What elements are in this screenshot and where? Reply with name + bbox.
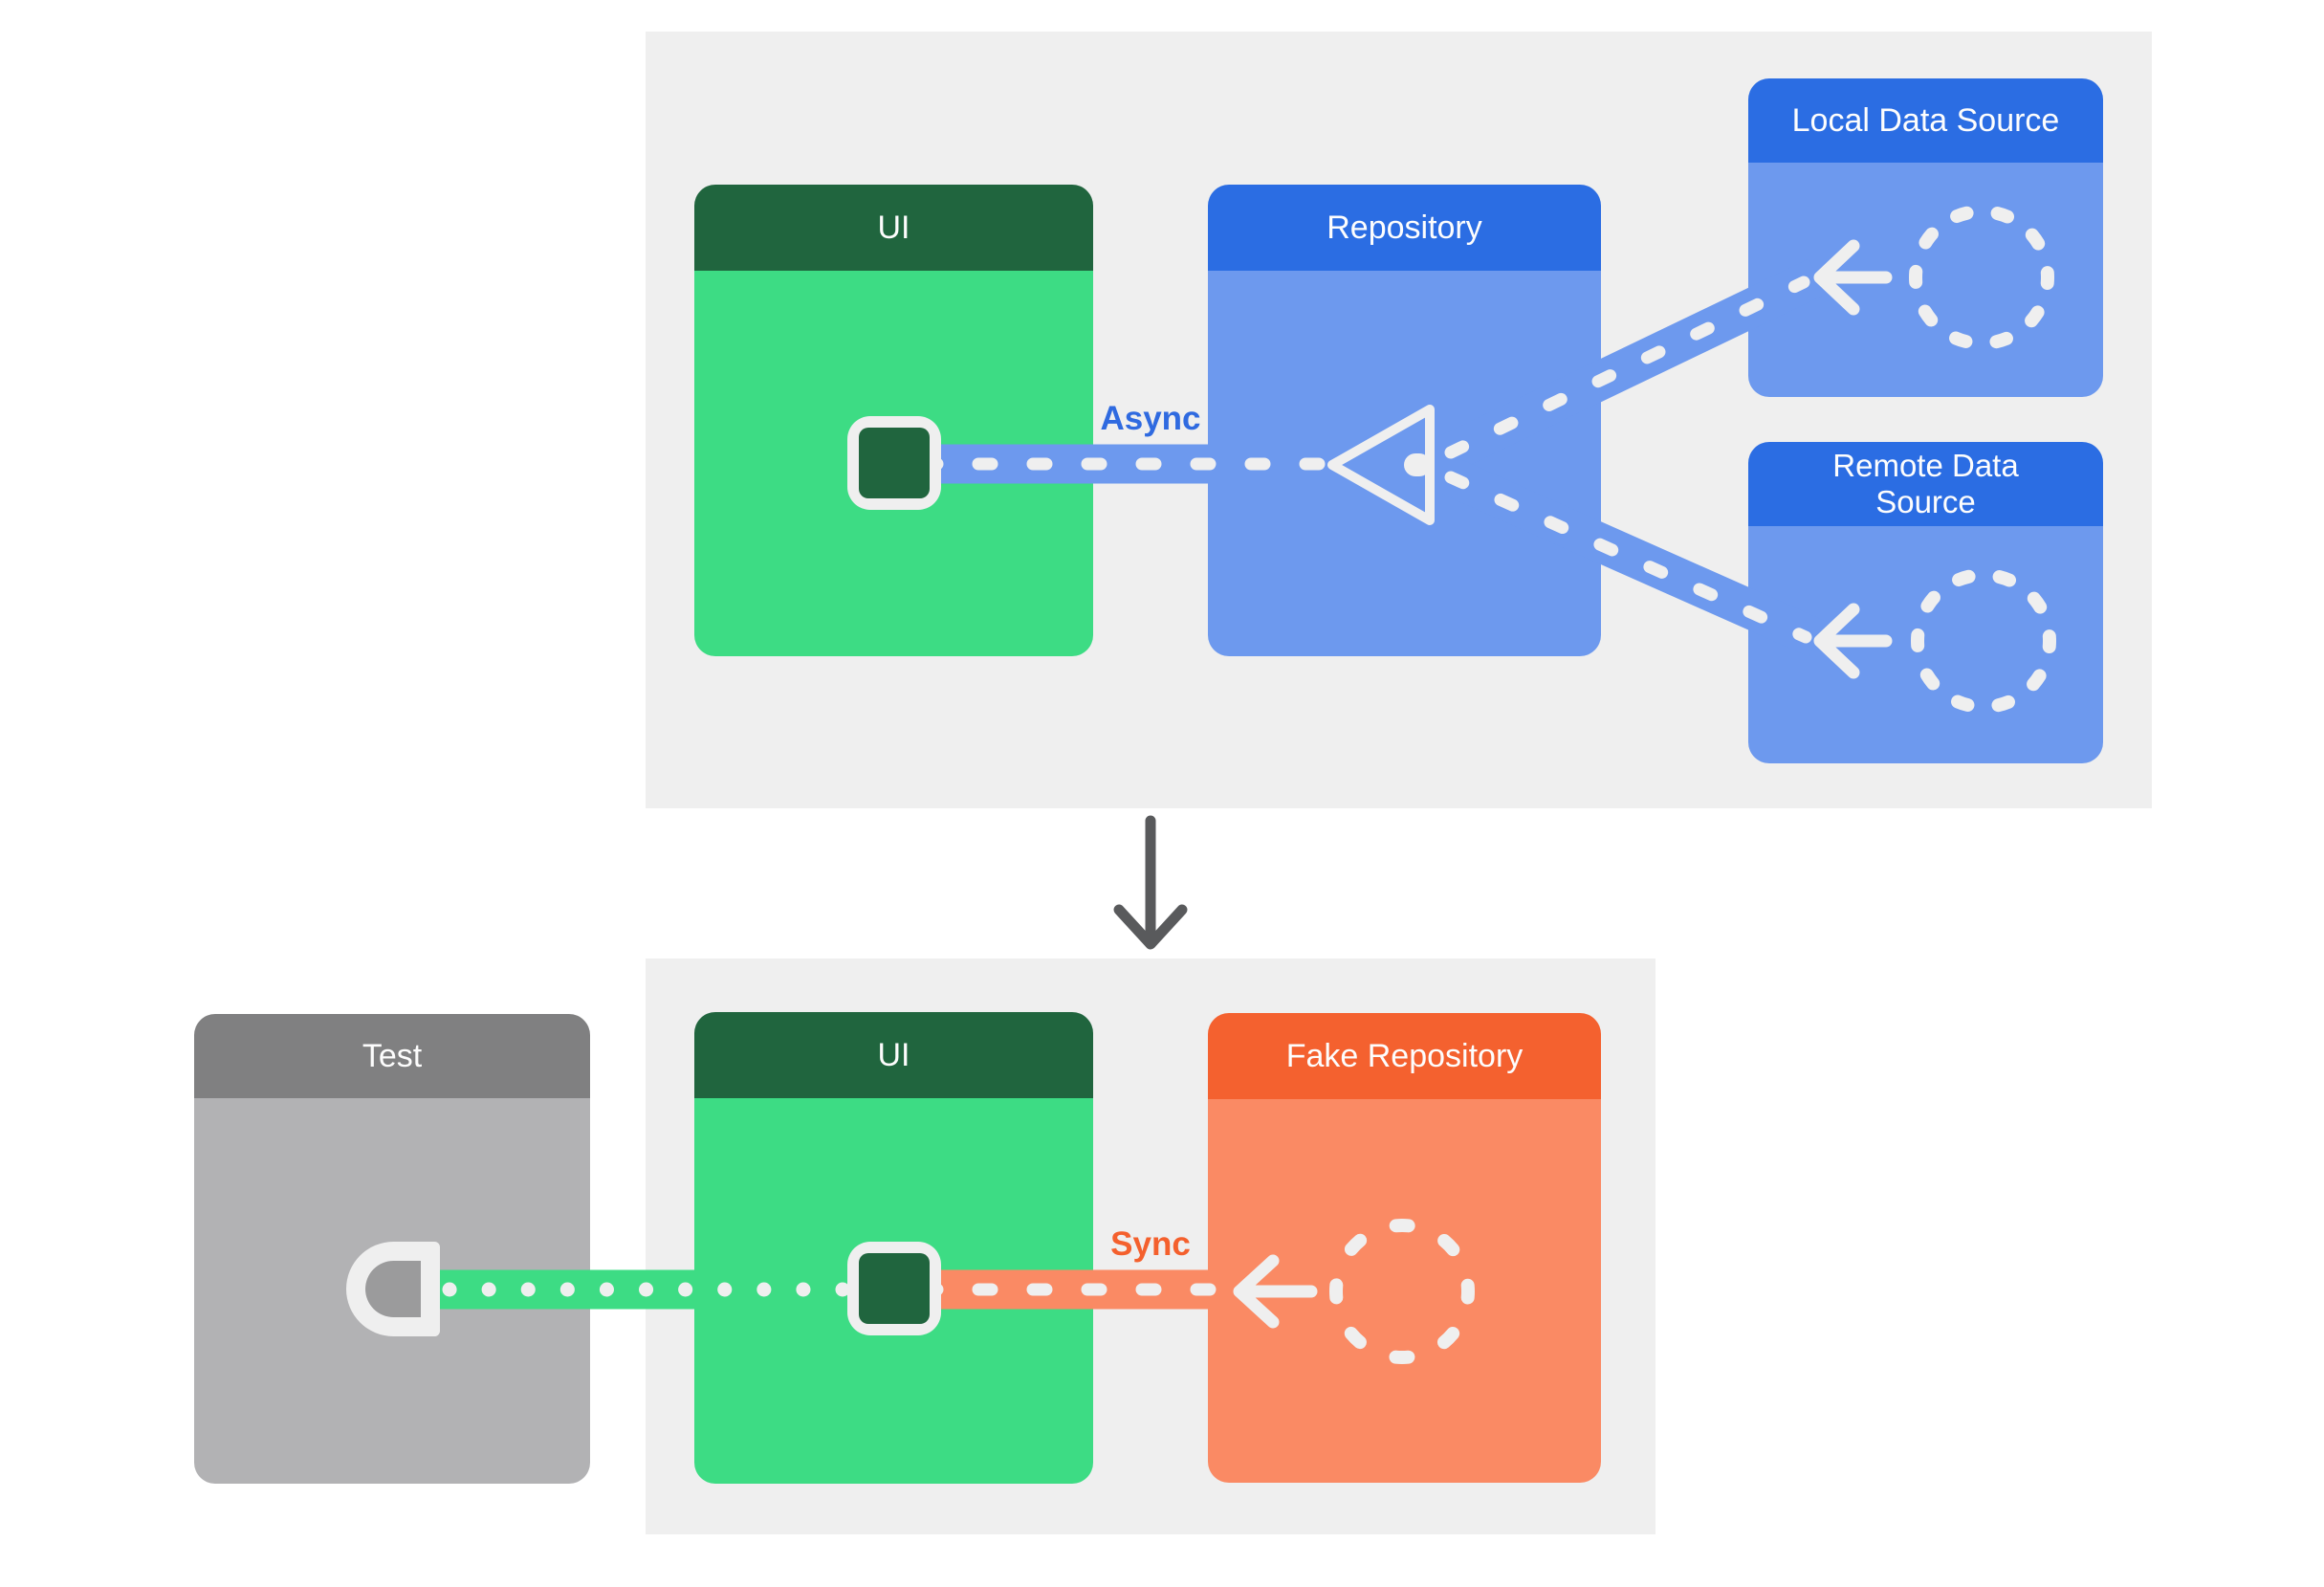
card-title: UI xyxy=(877,1037,910,1073)
sync-label: Sync xyxy=(1110,1225,1191,1263)
card-fake-repository: Fake Repository xyxy=(1208,1013,1601,1483)
card-repository: Repository xyxy=(1208,185,1601,656)
card-local-data-source-body xyxy=(1748,163,2103,397)
card-title: Remote Data Source xyxy=(1832,448,2019,519)
card-local-data-source-header: Local Data Source xyxy=(1748,78,2103,163)
viewmodel-square-icon xyxy=(847,416,941,510)
card-title: Test xyxy=(362,1038,423,1074)
card-fake-repository-header: Fake Repository xyxy=(1208,1013,1601,1099)
card-remote-data-source: Remote Data Source xyxy=(1748,442,2103,763)
card-repository-header: Repository xyxy=(1208,185,1601,271)
card-ui-top-header: UI xyxy=(694,185,1093,271)
card-fake-repository-body xyxy=(1208,1099,1601,1483)
test-probe-icon xyxy=(346,1242,440,1336)
down-arrow-icon xyxy=(1113,815,1188,950)
card-remote-data-source-body xyxy=(1748,526,2103,763)
card-test-header: Test xyxy=(194,1014,590,1098)
card-title: UI xyxy=(877,209,910,246)
card-title: Fake Repository xyxy=(1285,1038,1524,1074)
card-repository-body xyxy=(1208,271,1601,656)
card-remote-data-source-header: Remote Data Source xyxy=(1748,442,2103,526)
card-title: Repository xyxy=(1326,209,1482,246)
async-label: Async xyxy=(1100,400,1201,437)
viewmodel-square-fill xyxy=(859,1253,930,1324)
card-local-data-source: Local Data Source xyxy=(1748,78,2103,397)
viewmodel-square-fill xyxy=(859,428,930,498)
card-ui-bottom-header: UI xyxy=(694,1012,1093,1098)
viewmodel-square-icon xyxy=(847,1242,941,1335)
card-title: Local Data Source xyxy=(1791,102,2060,139)
